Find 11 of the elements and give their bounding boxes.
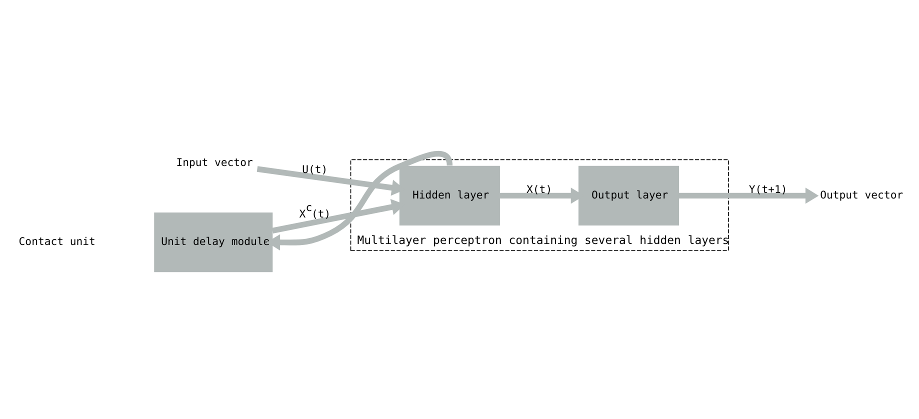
node-text: Output vector: [820, 188, 904, 201]
node-box: Output layer: [578, 165, 680, 226]
node-box: Unit delay module: [154, 212, 273, 272]
arrow: [266, 150, 453, 250]
node-box: Hidden layer: [399, 165, 500, 226]
edge-label: X(t): [526, 182, 552, 196]
label: Contact unit: [18, 234, 96, 248]
edge-label: Y(t+1): [748, 182, 788, 196]
arrow: [678, 187, 819, 204]
edge-label: U(t): [302, 162, 328, 176]
node-text: Input vector: [176, 155, 253, 168]
